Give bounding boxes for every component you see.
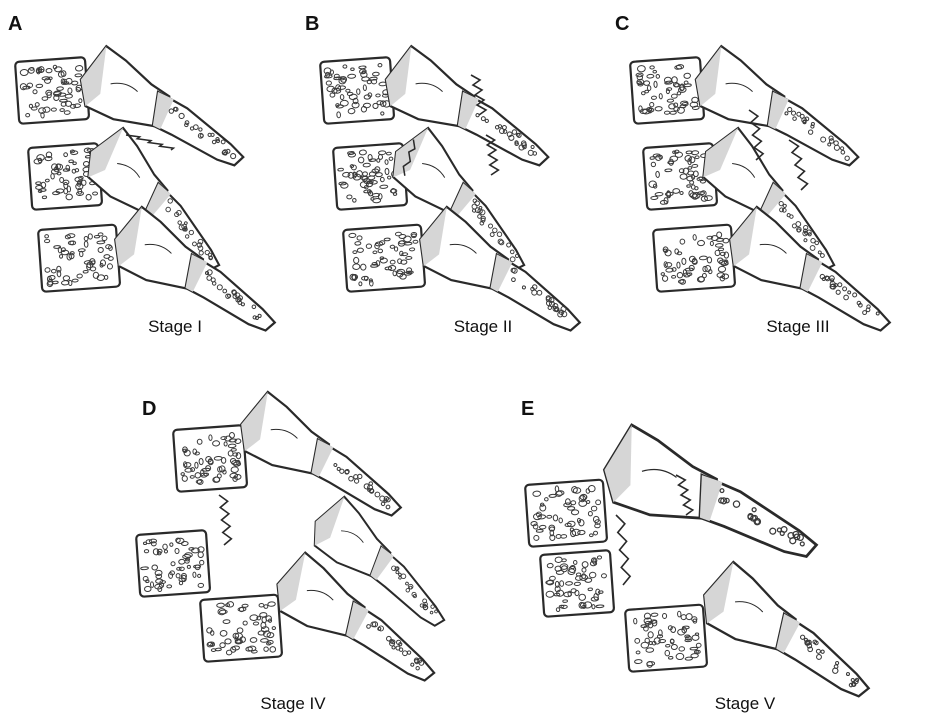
vertebral-body xyxy=(136,530,210,597)
vertebral-body xyxy=(343,225,425,292)
stage-4-illustration xyxy=(128,385,468,685)
vertebral-body xyxy=(38,225,120,292)
stage-1-caption: Stage I xyxy=(95,318,255,335)
panel-c: C Stage III xyxy=(615,0,937,350)
vertebral-body xyxy=(625,605,707,672)
vertebral-body xyxy=(630,57,704,124)
posterior-element xyxy=(689,557,892,698)
stage-5-illustration xyxy=(515,385,915,685)
posterior-element xyxy=(229,388,421,518)
stage-5-caption: Stage V xyxy=(665,695,825,712)
fracture-line xyxy=(789,140,808,190)
posterior-element xyxy=(598,423,827,558)
vertebral-body xyxy=(200,595,282,662)
stage-1-illustration xyxy=(0,0,320,320)
fracture-line xyxy=(616,515,630,585)
stage-2-illustration xyxy=(305,0,625,320)
posterior-element xyxy=(408,203,600,333)
vertebral-body xyxy=(525,480,607,547)
vertebral-body xyxy=(653,225,735,292)
vertebral-body xyxy=(320,57,394,124)
panel-a: A Stage I xyxy=(0,0,320,350)
stage-4-caption: Stage IV xyxy=(213,695,373,712)
vertebral-body xyxy=(15,57,89,124)
vertebral-body xyxy=(173,425,247,492)
posterior-element xyxy=(103,203,295,333)
stage-3-illustration xyxy=(615,0,935,320)
stage-2-caption: Stage II xyxy=(403,318,563,335)
panel-d: D Stage IV xyxy=(128,385,468,717)
panel-e: E Stage V xyxy=(515,385,915,717)
stage-3-caption: Stage III xyxy=(718,318,878,335)
posterior-element xyxy=(718,203,910,333)
vertebral-body xyxy=(540,550,614,617)
fracture-line xyxy=(219,495,231,545)
panel-b: B Stage II xyxy=(305,0,625,350)
